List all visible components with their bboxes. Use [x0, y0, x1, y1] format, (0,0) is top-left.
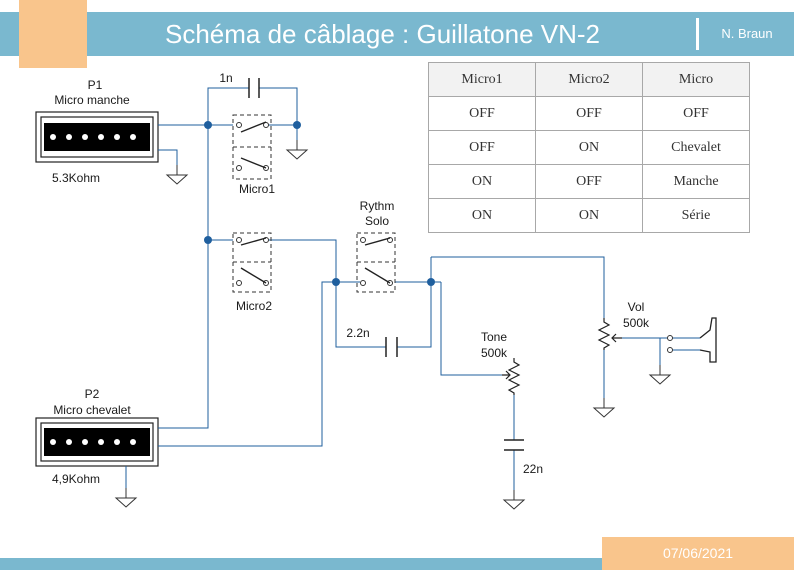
tone-value: 500k	[481, 346, 508, 360]
pickup-p2-value: 4,9Kohm	[52, 472, 100, 486]
volume-value: 500k	[623, 316, 650, 330]
wires	[125, 87, 700, 500]
volume-name: Vol	[628, 300, 645, 314]
pickup-p1-desc: Micro manche	[54, 93, 130, 107]
footer-date-box	[602, 537, 794, 570]
header-cell: Micro	[642, 62, 750, 97]
tone-potentiometer: Tone 500k	[481, 330, 521, 395]
switch-micro1: Micro1	[232, 114, 275, 196]
header-bar	[0, 12, 794, 56]
capacitor-2-2n: 2.2n	[346, 326, 398, 357]
pickup-p1-value: 5.3Kohm	[52, 171, 100, 185]
table-cell: Chevalet	[642, 130, 750, 165]
switch-rythm-label: Rythm	[360, 199, 395, 213]
page-title: Schéma de câblage : Guillatone VN-2	[164, 19, 601, 49]
pickup-p1: P1 Micro manche 5.3Kohm	[35, 78, 159, 185]
table-row: ON ON Série	[428, 198, 750, 233]
author-name: N. Braun	[721, 26, 773, 41]
header-cell: Micro1	[428, 62, 536, 97]
ground-icon	[286, 139, 308, 160]
volume-potentiometer: Vol 500k	[597, 300, 650, 350]
table-row: OFF ON Chevalet	[428, 130, 750, 165]
switch-solo-label: Solo	[365, 214, 389, 228]
switch-micro1-label: Micro1	[239, 182, 275, 196]
ground-icon	[503, 489, 525, 510]
table-cell: ON	[535, 130, 643, 165]
title-divider	[696, 18, 699, 50]
table-cell: OFF	[535, 164, 643, 199]
pickup-p2-desc: Micro chevalet	[53, 403, 131, 417]
switch-micro2-label: Micro2	[236, 299, 272, 313]
table-cell: Manche	[642, 164, 750, 199]
table-row: ON OFF Manche	[428, 164, 750, 199]
capacitor-1n: 1n	[219, 71, 260, 98]
pickup-p2: P2 Micro chevalet 4,9Kohm	[35, 387, 159, 486]
pickup-p2-name: P2	[85, 387, 100, 401]
table-cell: ON	[535, 198, 643, 233]
header-accent-block	[19, 0, 87, 68]
capacitor-1n-label: 1n	[219, 71, 232, 85]
ground-icon	[593, 397, 615, 418]
table-cell: OFF	[642, 96, 750, 131]
ground-icon	[115, 487, 137, 508]
header-cell: Micro2	[535, 62, 643, 97]
capacitor-2-2n-label: 2.2n	[346, 326, 369, 340]
ground-icon	[166, 164, 188, 185]
switch-rythm-solo: Rythm Solo	[356, 199, 396, 293]
tone-name: Tone	[481, 330, 507, 344]
switch-micro2: Micro2	[232, 232, 272, 313]
capacitor-22n-label: 22n	[523, 462, 543, 476]
ground-icon	[649, 364, 671, 385]
junction-nodes	[204, 121, 435, 286]
footer-date: 07/06/2021	[662, 545, 734, 561]
table-cell: Série	[642, 198, 750, 233]
table-cell: ON	[428, 198, 536, 233]
footer-bar	[0, 558, 794, 570]
output-jack	[667, 317, 717, 363]
table-cell: OFF	[428, 130, 536, 165]
pickup-p1-name: P1	[88, 78, 103, 92]
truth-table: Micro1 Micro2 Micro OFF OFF OFF OFF ON C…	[428, 62, 750, 233]
capacitor-22n: 22n	[504, 439, 543, 476]
truth-table-header-row: Micro1 Micro2 Micro	[428, 62, 750, 97]
